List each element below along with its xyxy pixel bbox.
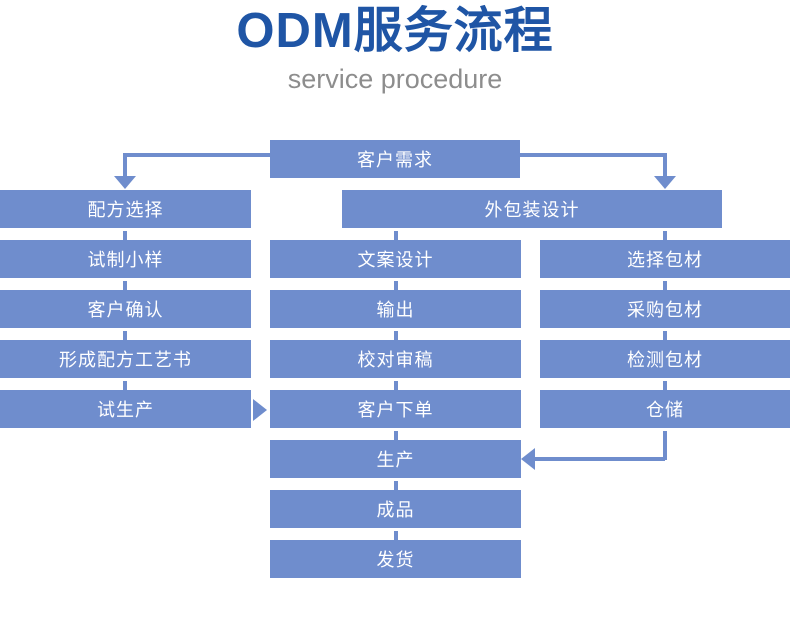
- flow-box-start[interactable]: 客户需求: [270, 140, 520, 178]
- flow-box-label: 试生产: [97, 400, 154, 420]
- connector-middle-4: [394, 431, 398, 441]
- flow-box-production[interactable]: 生产: [270, 440, 521, 478]
- flow-box-customer-order[interactable]: 客户下单: [270, 390, 521, 428]
- connector-start-to-left-vertical: [123, 153, 127, 179]
- arrow-into-packaging-branch: [654, 176, 676, 189]
- flow-box-label: 采购包材: [627, 300, 703, 320]
- flow-box-label: 选择包材: [627, 250, 703, 270]
- flow-box-copy-design[interactable]: 文案设计: [270, 240, 521, 278]
- arrow-trial-to-order: [253, 399, 267, 421]
- connector-formula-2: [123, 281, 127, 291]
- arrow-into-production: [521, 448, 535, 470]
- connector-warehouse-down: [663, 431, 667, 460]
- flow-box-customer-confirm[interactable]: 客户确认: [0, 290, 251, 328]
- flow-box-label: 试制小样: [87, 250, 164, 270]
- flow-box-finished-product[interactable]: 成品: [270, 490, 521, 528]
- page-title: ODM服务流程: [236, 4, 554, 58]
- connector-warehouse-to-production: [535, 457, 665, 461]
- connector-middle-1: [394, 281, 398, 291]
- flow-box-proofreading[interactable]: 校对审稿: [270, 340, 521, 378]
- connector-middle-6: [394, 531, 398, 541]
- flow-box-label: 成品: [376, 500, 415, 520]
- connector-design-to-copy: [394, 231, 398, 241]
- flow-box-label: 发货: [376, 550, 415, 570]
- connector-start-to-right-vertical: [663, 153, 667, 179]
- flow-box-shipping[interactable]: 发货: [270, 540, 521, 578]
- flow-box-label: 配方选择: [87, 200, 164, 220]
- arrow-into-formula-column: [114, 176, 136, 189]
- flow-box-output[interactable]: 输出: [270, 290, 521, 328]
- flow-box-label: 校对审稿: [357, 350, 434, 370]
- page-subtitle: service procedure: [287, 64, 503, 94]
- flow-box-trial-production[interactable]: 试生产: [0, 390, 251, 428]
- flow-box-select-material[interactable]: 选择包材: [540, 240, 790, 278]
- flow-box-label: 生产: [376, 450, 415, 470]
- connector-middle-2: [394, 331, 398, 341]
- connector-formula-3: [123, 331, 127, 341]
- flow-box-label: 仓储: [646, 400, 684, 420]
- flow-box-purchase-material[interactable]: 采购包材: [540, 290, 790, 328]
- connector-packaging-2: [663, 331, 667, 341]
- connector-start-to-left-horizontal: [123, 153, 272, 157]
- connector-formula-4: [123, 381, 127, 391]
- flow-box-label: 形成配方工艺书: [59, 350, 192, 370]
- flow-box-packaging-design[interactable]: 外包装设计: [342, 190, 722, 228]
- flow-box-label: 客户下单: [357, 400, 434, 420]
- connector-middle-3: [394, 381, 398, 391]
- flow-box-formula-document[interactable]: 形成配方工艺书: [0, 340, 251, 378]
- connector-design-to-packaging: [663, 231, 667, 241]
- connector-packaging-3: [663, 381, 667, 391]
- connector-packaging-1: [663, 281, 667, 291]
- connector-start-to-right-horizontal: [519, 153, 667, 157]
- flow-box-formula-selection[interactable]: 配方选择: [0, 190, 251, 228]
- flow-box-inspect-material[interactable]: 检测包材: [540, 340, 790, 378]
- flow-box-label: 外包装设计: [484, 200, 580, 220]
- flow-box-label: 客户需求: [357, 150, 433, 170]
- flow-box-label: 检测包材: [627, 350, 703, 370]
- connector-middle-5: [394, 481, 398, 491]
- connector-formula-1: [123, 231, 127, 241]
- flow-box-label: 文案设计: [357, 250, 434, 270]
- flow-box-trial-sample[interactable]: 试制小样: [0, 240, 251, 278]
- flow-box-warehouse[interactable]: 仓储: [540, 390, 790, 428]
- flow-box-label: 输出: [376, 300, 415, 320]
- flow-box-label: 客户确认: [87, 300, 164, 320]
